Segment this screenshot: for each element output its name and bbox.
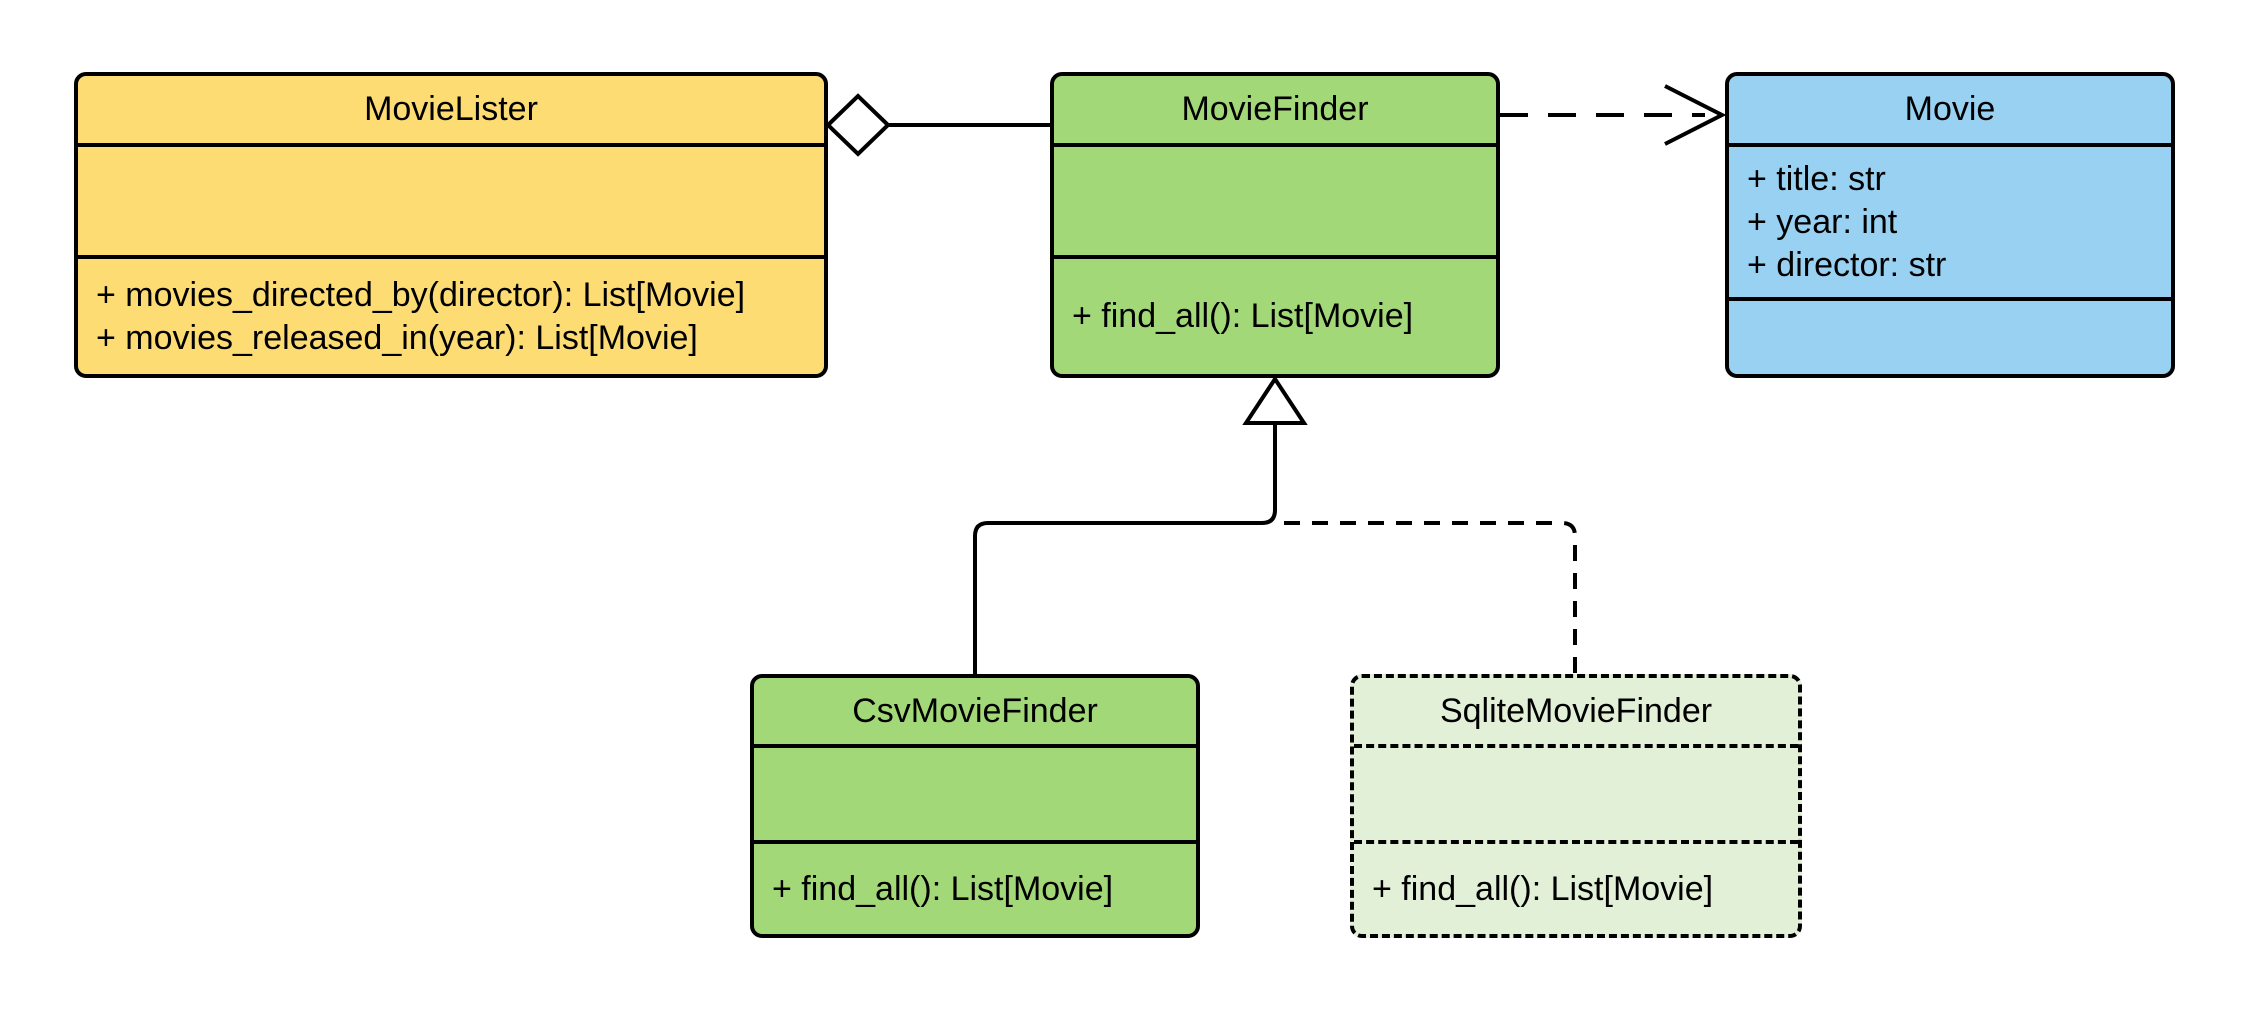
aggregation-connector[interactable]	[825, 93, 1054, 157]
class-node-movielister[interactable]: MovieLister + movies_directed_by(directo…	[74, 72, 828, 378]
methods-section: + find_all(): List[Movie]	[1354, 844, 1798, 934]
aggregation-diamond-icon	[825, 93, 891, 157]
class-title: CsvMovieFinder	[754, 678, 1196, 748]
attributes-section	[754, 748, 1196, 844]
class-node-sqlitemoviefinder[interactable]: SqliteMovieFinder + find_all(): List[Mov…	[1350, 674, 1802, 938]
method-label: + movies_released_in(year): List[Movie]	[96, 318, 698, 357]
attribute-label: + title: str	[1747, 159, 1886, 198]
class-title: Movie	[1729, 76, 2171, 147]
class-title: SqliteMovieFinder	[1354, 678, 1798, 748]
inheritance-connector-dashed[interactable]	[1284, 521, 1577, 678]
attributes-section: + title: str + year: int + director: str	[1729, 147, 2171, 301]
class-node-csvmoviefinder[interactable]: CsvMovieFinder + find_all(): List[Movie]	[750, 674, 1200, 938]
inheritance-connector-solid[interactable]	[973, 375, 1308, 678]
methods-section: + movies_directed_by(director): List[Mov…	[78, 259, 824, 374]
attribute-label: + director: str	[1747, 245, 1947, 284]
class-node-movie[interactable]: Movie + title: str + year: int + directo…	[1725, 72, 2175, 378]
inheritance-solid-line	[973, 423, 1277, 678]
dependency-open-arrowhead-icon	[1664, 84, 1727, 146]
methods-section	[1729, 301, 2171, 374]
methods-section: + find_all(): List[Movie]	[754, 844, 1196, 934]
dependency-connector[interactable]	[1500, 84, 1727, 146]
attributes-section	[1054, 147, 1496, 259]
attributes-section	[1354, 748, 1798, 844]
attribute-label: + year: int	[1747, 202, 1898, 241]
method-label: + find_all(): List[Movie]	[1072, 297, 1414, 335]
class-title: MovieLister	[78, 76, 824, 147]
methods-section: + find_all(): List[Movie]	[1054, 259, 1496, 374]
method-label: + movies_directed_by(director): List[Mov…	[96, 275, 746, 314]
class-node-moviefinder[interactable]: MovieFinder + find_all(): List[Movie]	[1050, 72, 1500, 378]
inheritance-dashed-line	[1284, 521, 1577, 678]
class-title: MovieFinder	[1054, 76, 1496, 147]
method-label: + find_all(): List[Movie]	[1372, 869, 1714, 908]
inheritance-triangle-icon	[1242, 375, 1308, 425]
attributes-section	[78, 147, 824, 259]
method-label: + find_all(): List[Movie]	[772, 869, 1114, 908]
